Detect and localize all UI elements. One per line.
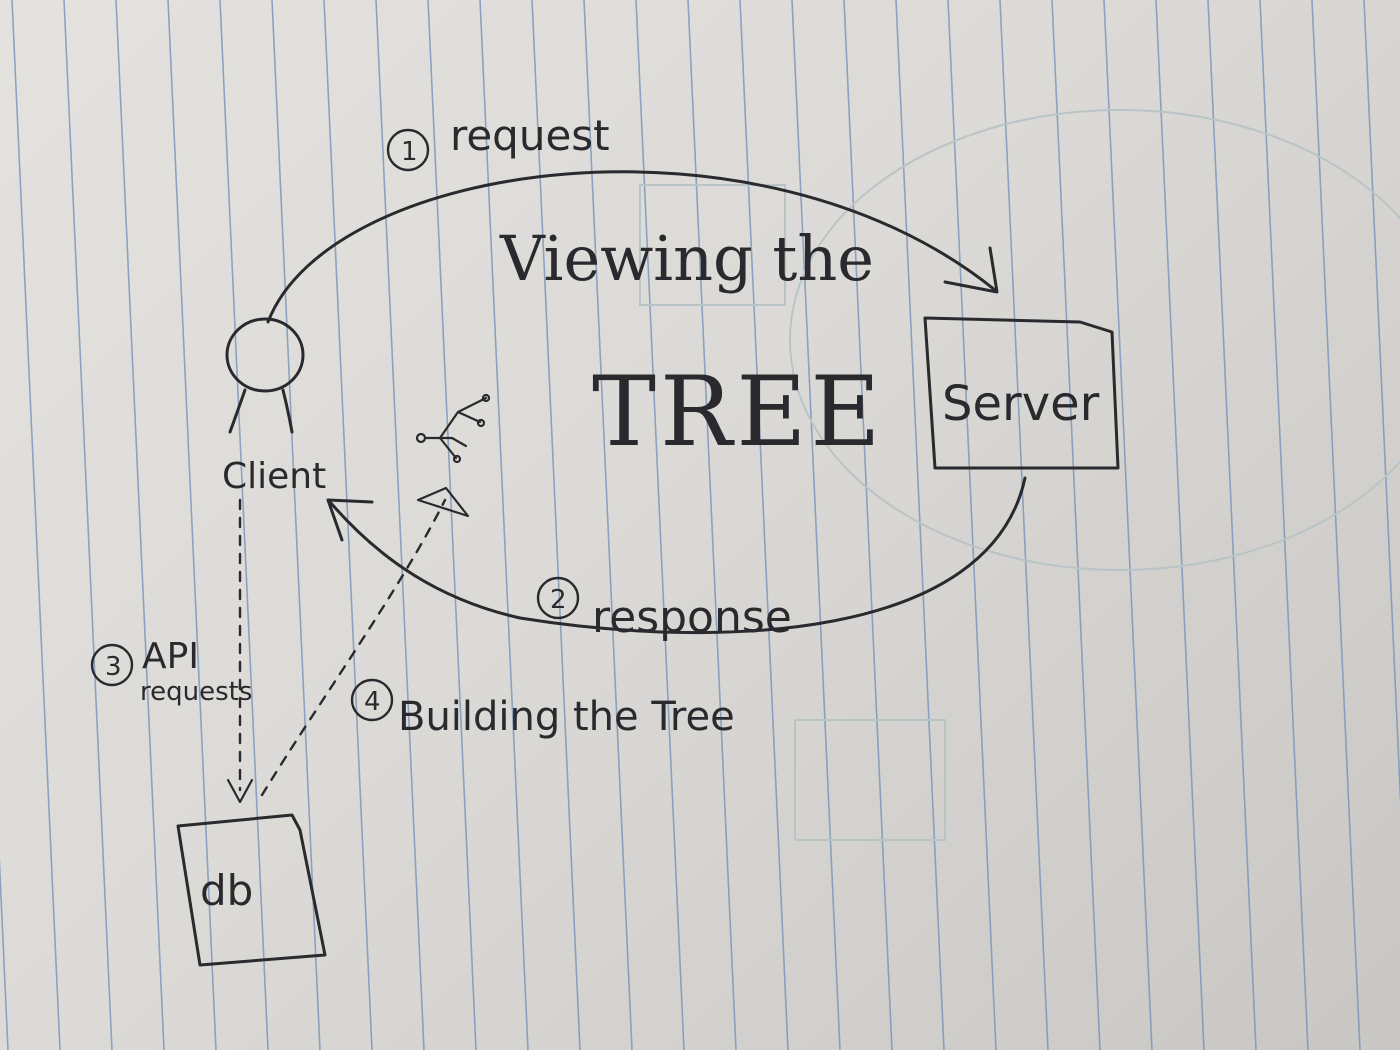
response-arrowhead bbox=[326, 498, 374, 542]
ruled-line bbox=[479, 0, 529, 1050]
client-figure bbox=[225, 317, 305, 434]
step-3-label: API bbox=[142, 636, 199, 677]
ruled-line bbox=[635, 0, 685, 1050]
build-tree-arrowhead bbox=[416, 486, 470, 518]
ruled-line bbox=[1207, 0, 1257, 1050]
step-4-label: Building the Tree bbox=[398, 694, 735, 740]
step-2-label: response bbox=[592, 592, 792, 643]
ruled-line bbox=[219, 0, 269, 1050]
tree-branches bbox=[423, 396, 488, 460]
server-label: Server bbox=[942, 376, 1100, 432]
ruled-line bbox=[739, 0, 789, 1050]
ruled-line bbox=[271, 0, 321, 1050]
step-3-label-2: requests bbox=[140, 677, 252, 707]
client-head bbox=[225, 317, 305, 393]
ruled-line bbox=[1363, 0, 1400, 806]
ruled-line bbox=[843, 0, 893, 1050]
ruled-line bbox=[375, 0, 425, 1050]
client-body-right bbox=[281, 388, 294, 434]
ruled-line bbox=[167, 0, 217, 1050]
ruled-line bbox=[63, 0, 113, 1050]
ruled-line bbox=[947, 0, 997, 1050]
ruled-line bbox=[427, 0, 477, 1050]
ruled-line bbox=[1103, 0, 1153, 1050]
step-4-number: 4 bbox=[364, 687, 381, 717]
tree-leaf-2 bbox=[476, 418, 486, 428]
ruled-line bbox=[1311, 0, 1361, 1050]
title-line1: Viewing the bbox=[499, 222, 874, 295]
ghost-box bbox=[639, 184, 786, 306]
response-arrow bbox=[328, 476, 1027, 635]
tree-leaf-3 bbox=[452, 454, 462, 464]
ruled-line bbox=[1051, 0, 1101, 1050]
ruled-line bbox=[687, 0, 737, 1050]
ruled-line bbox=[999, 0, 1049, 1050]
step-4-badge bbox=[350, 678, 394, 722]
step-2-number: 2 bbox=[550, 585, 567, 615]
ruled-line bbox=[895, 0, 945, 1050]
ruled-line bbox=[115, 0, 165, 1050]
ruled-line bbox=[531, 0, 581, 1050]
server-box bbox=[923, 316, 1120, 470]
step-3-badge bbox=[90, 643, 134, 687]
ghost-ellipse bbox=[789, 109, 1400, 571]
ruled-line bbox=[0, 857, 9, 1050]
step-1-number: 1 bbox=[401, 137, 418, 167]
bleed-through bbox=[639, 109, 1400, 841]
db-box bbox=[176, 813, 327, 967]
ruled-line bbox=[583, 0, 633, 1050]
request-arrowhead bbox=[943, 246, 999, 294]
api-request-arrowhead bbox=[226, 778, 254, 804]
client-body-left bbox=[228, 388, 247, 434]
step-1-label: request bbox=[450, 111, 610, 160]
ruled-line bbox=[791, 0, 841, 1050]
tree-root-node bbox=[415, 432, 427, 444]
step-2-badge bbox=[536, 576, 580, 620]
tree-icon bbox=[415, 393, 491, 464]
client-label: Client bbox=[222, 456, 326, 497]
ghost-box-2 bbox=[794, 719, 946, 841]
ruled-line bbox=[1155, 0, 1205, 1050]
db-label: db bbox=[200, 866, 253, 915]
step-3-number: 3 bbox=[105, 652, 122, 682]
ruled-line bbox=[1259, 0, 1309, 1050]
title-line2: TREE bbox=[592, 356, 884, 468]
tree-leaf-1 bbox=[481, 393, 491, 403]
step-1-badge bbox=[386, 128, 430, 172]
request-arrow bbox=[266, 170, 997, 324]
ruled-line bbox=[11, 0, 61, 1050]
ruled-line bbox=[323, 0, 373, 1050]
build-tree-arrow bbox=[260, 498, 447, 797]
